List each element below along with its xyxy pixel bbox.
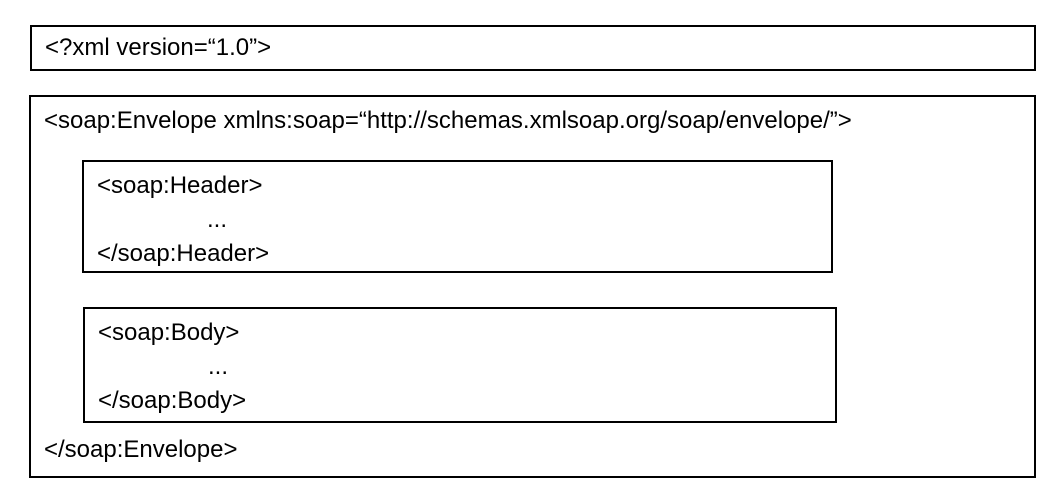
body-close-tag: </soap:Body> <box>98 387 247 414</box>
header-close-tag: </soap:Header> <box>97 240 270 267</box>
body-content-ellipsis: ... <box>208 353 229 380</box>
envelope-open-tag: <soap:Envelope xmlns:soap=“http://schema… <box>44 107 852 134</box>
soap-envelope-box: <soap:Envelope xmlns:soap=“http://schema… <box>29 95 1036 478</box>
soap-body-box: <soap:Body> ... </soap:Body> <box>83 307 837 423</box>
soap-header-box: <soap:Header> ... </soap:Header> <box>82 160 833 273</box>
header-open-tag: <soap:Header> <box>97 172 263 199</box>
envelope-close-tag: </soap:Envelope> <box>44 436 238 463</box>
xml-declaration-text: <?xml version=“1.0”> <box>45 34 272 61</box>
xml-declaration-box: <?xml version=“1.0”> <box>30 25 1036 71</box>
body-open-tag: <soap:Body> <box>98 319 240 346</box>
header-content-ellipsis: ... <box>207 206 228 233</box>
